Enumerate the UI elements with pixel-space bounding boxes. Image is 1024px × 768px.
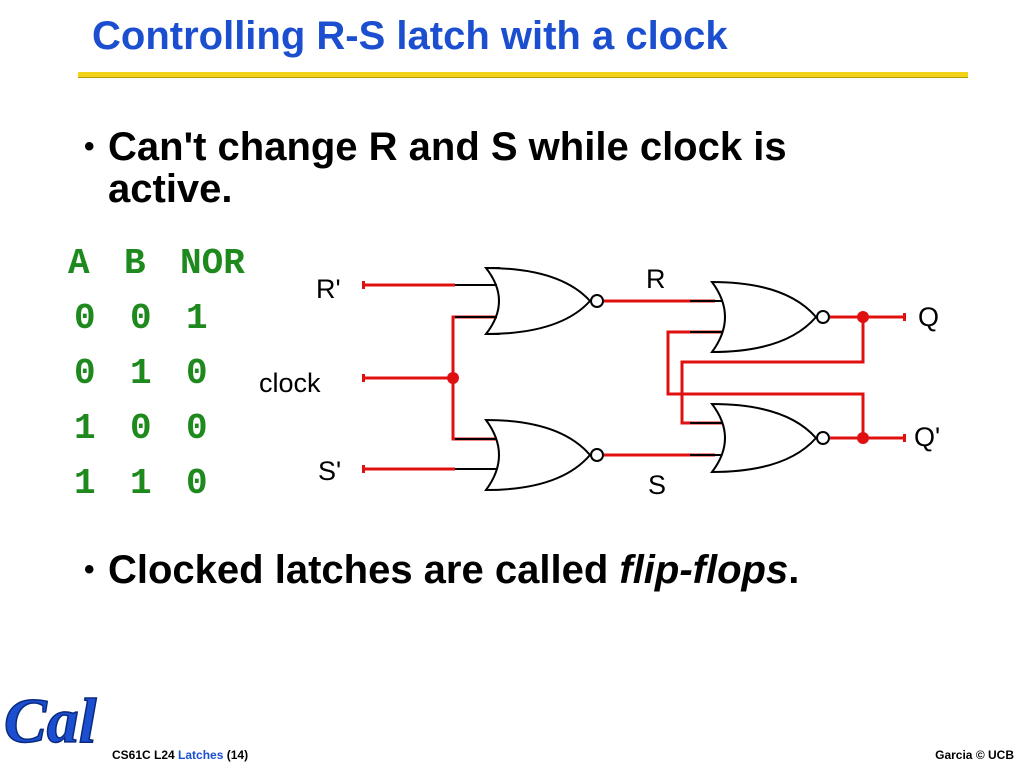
cal-logo: Cal xyxy=(3,684,97,754)
nor-gate-3-bubble xyxy=(816,310,830,324)
cell-nor: 0 xyxy=(186,353,208,394)
label-r-prime: R' xyxy=(316,274,341,304)
footer-course-info: CS61C L24 Latches (14) xyxy=(112,748,248,762)
nor-gate-4-bubble xyxy=(816,431,830,445)
footer-course: CS61C L24 xyxy=(112,748,179,762)
cell-nor: 1 xyxy=(186,298,208,339)
label-s: S xyxy=(648,470,667,500)
header-b: B xyxy=(124,243,146,284)
q-junction xyxy=(857,311,869,323)
nor-gate-1 xyxy=(483,266,592,336)
bullet-2: • Clocked latches are called flip-flops. xyxy=(84,548,968,592)
label-r: R xyxy=(646,264,666,294)
nor-truth-table: A B NOR 0 0 1 0 1 0 1 0 0 1 1 0 xyxy=(68,236,245,511)
cell-a: 1 xyxy=(74,408,96,449)
cell-nor: 0 xyxy=(186,408,208,449)
bullet-1: • Can't change R and S while clock is ac… xyxy=(84,125,908,211)
wire-q-prime-feedback xyxy=(666,330,865,438)
footer-page: (14) xyxy=(223,748,249,762)
cal-logo-text: Cal xyxy=(4,685,97,754)
label-q: Q xyxy=(918,302,940,332)
cell-b: 1 xyxy=(130,463,152,504)
footer-topic: Latches xyxy=(178,748,224,762)
header-nor: NOR xyxy=(180,243,245,284)
bullet-dot: • xyxy=(84,553,95,586)
bullet-1-text: Can't change R and S while clock is acti… xyxy=(108,125,787,211)
nor-gate-2-bubble xyxy=(590,448,604,462)
bullet-2-text: Clocked latches are called xyxy=(108,548,620,592)
nor-gate-3 xyxy=(710,280,818,354)
cell-nor: 0 xyxy=(186,463,208,504)
header-a: A xyxy=(68,243,90,284)
clock-junction xyxy=(447,372,459,384)
cell-a: 0 xyxy=(74,353,96,394)
cell-a: 0 xyxy=(74,298,96,339)
truth-table-row: 0 0 1 xyxy=(68,291,245,346)
bullet-dot: • xyxy=(84,130,95,163)
nor-gate-4 xyxy=(709,402,818,474)
title-underline xyxy=(78,72,968,78)
s-prime-terminal xyxy=(362,465,365,473)
nor-gate-1-bubble xyxy=(590,294,604,308)
cell-a: 1 xyxy=(74,463,96,504)
bullet-2-suffix: . xyxy=(788,548,800,592)
cell-b: 1 xyxy=(130,353,152,394)
truth-table-row: 0 1 0 xyxy=(68,346,245,401)
q-prime-terminal xyxy=(903,434,906,442)
footer-credit: Garcia © UCB xyxy=(935,748,1014,762)
cell-b: 0 xyxy=(130,298,152,339)
label-s-prime: S' xyxy=(318,456,342,486)
truth-table-row: 1 0 0 xyxy=(68,401,245,456)
q-prime-junction xyxy=(857,432,869,444)
truth-table-row: 1 1 0 xyxy=(68,456,245,511)
slide-title: Controlling R-S latch with a clock xyxy=(92,14,728,58)
label-clock: clock xyxy=(259,368,321,398)
nor-gate-2 xyxy=(484,418,592,492)
clock-terminal xyxy=(362,374,365,382)
bullet-2-emphasis: flip-flops xyxy=(619,548,789,592)
q-terminal xyxy=(903,313,906,321)
label-q-prime: Q' xyxy=(914,422,941,452)
truth-table-header: A B NOR xyxy=(68,236,245,291)
cell-b: 0 xyxy=(130,408,152,449)
r-prime-terminal xyxy=(362,281,365,289)
